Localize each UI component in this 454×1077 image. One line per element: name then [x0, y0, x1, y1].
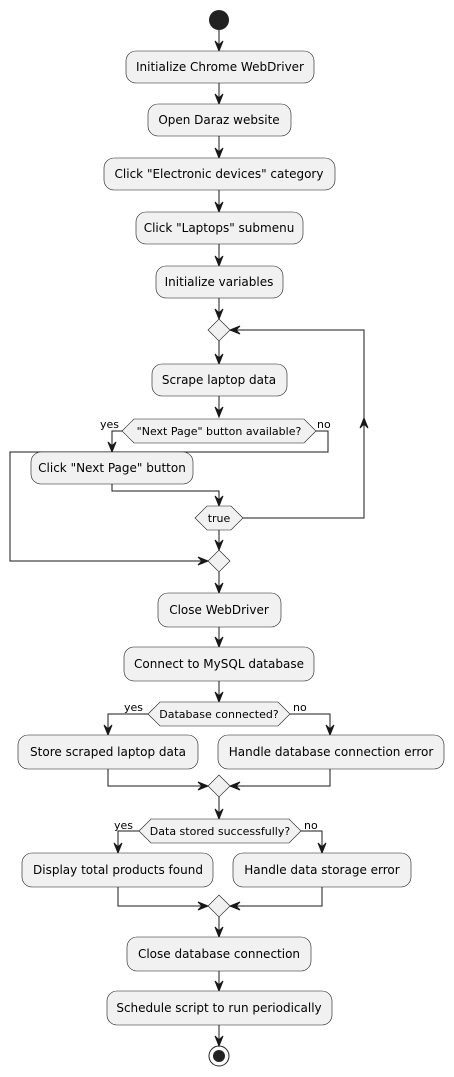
- action-init-chrome-label: Initialize Chrome WebDriver: [136, 60, 304, 74]
- action-click-next-label: Click "Next Page" button: [38, 461, 186, 475]
- action-display-total-label: Display total products found: [33, 863, 203, 877]
- action-connect-mysql: Connect to MySQL database: [123, 646, 315, 682]
- action-handle-storage-error-label: Handle data storage error: [244, 863, 399, 877]
- action-display-total: Display total products found: [21, 852, 214, 888]
- db-merge: [207, 774, 231, 798]
- branch-db-yes-label: yes: [124, 701, 143, 714]
- branch-next-no-label: no: [317, 418, 331, 431]
- action-open-daraz: Open Daraz website: [147, 103, 292, 137]
- action-scrape-label: Scrape laptop data: [162, 373, 276, 387]
- action-click-next: Click "Next Page" button: [30, 451, 194, 485]
- action-click-electronic: Click "Electronic devices" category: [103, 157, 336, 191]
- action-close-db: Close database connection: [126, 936, 312, 972]
- flow-arrowheads: [103, 40, 369, 1048]
- action-connect-mysql-label: Connect to MySQL database: [134, 657, 304, 671]
- action-store-data: Store scraped laptop data: [17, 734, 199, 770]
- loop-start-merge: [207, 318, 231, 342]
- action-close-webdriver-label: Close WebDriver: [169, 603, 269, 617]
- decision-next-page-label: "Next Page" button available?: [137, 425, 302, 438]
- decision-data-stored-label: Data stored successfully?: [150, 825, 291, 838]
- end-node: [208, 1045, 230, 1067]
- decision-db-connected: Database connected?: [147, 701, 291, 727]
- loop-exit-merge: [207, 549, 231, 573]
- action-init-vars: Initialize variables: [155, 265, 284, 299]
- branch-db-no-label: no: [293, 701, 307, 714]
- action-schedule: Schedule script to run periodically: [106, 990, 333, 1026]
- branch-stored-no-label: no: [304, 819, 318, 832]
- start-node: [209, 10, 229, 30]
- action-scrape: Scrape laptop data: [151, 363, 288, 397]
- action-close-webdriver: Close WebDriver: [157, 592, 282, 628]
- action-init-chrome: Initialize Chrome WebDriver: [125, 50, 315, 84]
- branch-stored-yes-label: yes: [114, 819, 133, 832]
- stored-merge: [207, 894, 231, 918]
- action-click-electronic-label: Click "Electronic devices" category: [115, 167, 324, 181]
- action-close-db-label: Close database connection: [138, 947, 300, 961]
- decision-next-page: "Next Page" button available?: [121, 418, 317, 444]
- loop-true-label: true: [208, 512, 231, 525]
- action-click-laptops: Click "Laptops" submenu: [135, 211, 304, 245]
- action-click-laptops-label: Click "Laptops" submenu: [144, 221, 295, 235]
- action-handle-storage-error: Handle data storage error: [232, 852, 412, 888]
- action-store-data-label: Store scraped laptop data: [30, 745, 186, 759]
- loop-true-condition: true: [194, 505, 244, 531]
- decision-db-connected-label: Database connected?: [159, 708, 279, 721]
- action-handle-db-error: Handle database connection error: [217, 734, 445, 770]
- decision-data-stored: Data stored successfully?: [138, 818, 302, 844]
- action-handle-db-error-label: Handle database connection error: [229, 745, 434, 759]
- branch-next-yes-label: yes: [100, 418, 119, 431]
- action-init-vars-label: Initialize variables: [165, 275, 274, 289]
- action-open-daraz-label: Open Daraz website: [158, 113, 279, 127]
- action-schedule-label: Schedule script to run periodically: [116, 1001, 321, 1015]
